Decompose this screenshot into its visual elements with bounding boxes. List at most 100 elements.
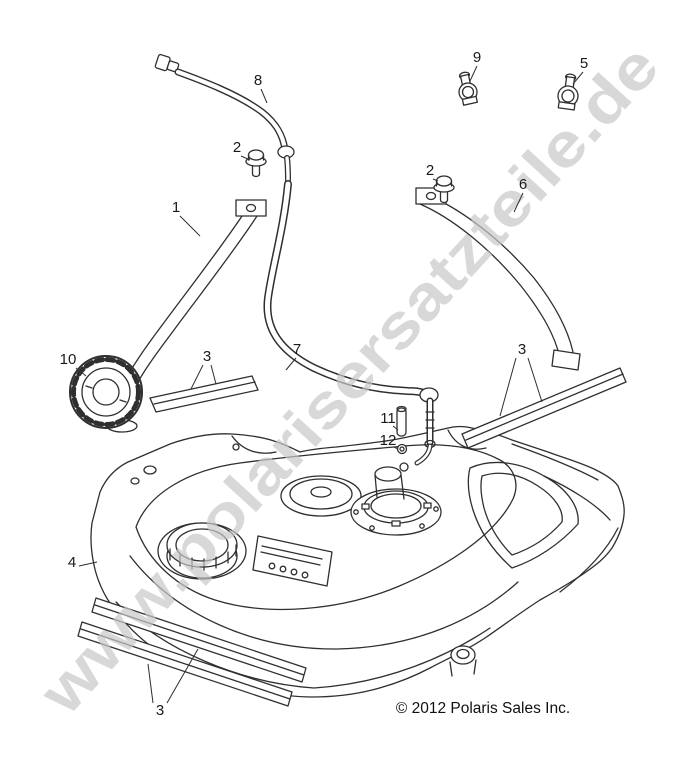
bolt-head bbox=[435, 175, 453, 187]
vent-hose-stub-core bbox=[285, 156, 290, 182]
pump-plate-bolt bbox=[369, 525, 375, 531]
elbow-to-pump-core bbox=[415, 444, 432, 465]
grommet-inner bbox=[399, 446, 405, 452]
cap-knurl bbox=[71, 357, 141, 427]
bolt-head-sides bbox=[435, 180, 453, 187]
tank-deck-edge bbox=[135, 444, 517, 611]
tank-recess bbox=[280, 475, 362, 517]
leader-line-12 bbox=[393, 446, 399, 450]
leader-line-10 bbox=[75, 367, 87, 377]
tank-top-bump-right bbox=[447, 429, 487, 450]
callout-3-right: 3 bbox=[518, 341, 526, 358]
callout-1: 1 bbox=[172, 199, 180, 216]
vent-fitting-tube bbox=[396, 407, 407, 437]
vent-line-hose bbox=[154, 53, 295, 183]
tank-right-top-line bbox=[511, 443, 599, 481]
bolt-shaft bbox=[251, 164, 261, 178]
pump-plate-bolt bbox=[353, 509, 359, 515]
sticker-dot bbox=[268, 562, 276, 570]
callout-7: 7 bbox=[293, 341, 301, 358]
strip-edge bbox=[153, 381, 256, 405]
foam-strip-right bbox=[461, 367, 627, 449]
filler-neck-thread-top bbox=[166, 522, 238, 568]
cap-marks bbox=[85, 385, 127, 403]
pump-plate-bolt bbox=[433, 506, 439, 512]
tank-top-bump-left bbox=[231, 435, 277, 454]
callout-8: 8 bbox=[254, 72, 262, 89]
leader-line-4 bbox=[78, 561, 98, 567]
right-strap-foot bbox=[551, 349, 581, 371]
strip-edge bbox=[94, 604, 305, 676]
strip-outline bbox=[461, 367, 627, 449]
sticker-dot bbox=[301, 571, 309, 579]
leader-line-2-right bbox=[432, 178, 439, 182]
clamp-tab bbox=[557, 101, 576, 111]
cap-center bbox=[92, 378, 120, 406]
right-strap-inner bbox=[419, 203, 561, 359]
leader-line-3r-b bbox=[527, 357, 543, 403]
filler-neck bbox=[157, 522, 247, 580]
leader-lines bbox=[75, 65, 584, 704]
callout-6: 6 bbox=[519, 176, 527, 193]
pump-cap bbox=[374, 466, 402, 482]
leader-line-8 bbox=[260, 88, 268, 104]
foam-strip-bottom-a bbox=[91, 597, 307, 683]
leader-line-9 bbox=[469, 65, 478, 82]
tank-front-crease bbox=[129, 555, 519, 650]
recess-center bbox=[310, 486, 332, 498]
left-strap-inner bbox=[134, 215, 258, 389]
leader-line-3r-a bbox=[499, 357, 517, 417]
leader-line-7 bbox=[285, 357, 297, 371]
sticker-text-lines bbox=[260, 545, 323, 566]
flange-bolt-right bbox=[433, 175, 455, 204]
fitting-tip bbox=[166, 60, 180, 73]
drain-boss bbox=[449, 645, 477, 677]
drain-outer bbox=[450, 645, 476, 665]
vent-fitting bbox=[396, 405, 407, 437]
sticker-dot bbox=[279, 565, 287, 573]
left-strap-outer bbox=[123, 209, 247, 384]
leader-line-3b-a bbox=[147, 663, 154, 704]
leader-line-3ul-b bbox=[210, 364, 217, 385]
callout-3-upper-left: 3 bbox=[203, 348, 211, 365]
leader-line-5 bbox=[572, 71, 584, 85]
leader-line-3b-b bbox=[166, 648, 199, 704]
callout-11: 11 bbox=[380, 410, 396, 427]
sticker-dot bbox=[290, 568, 298, 576]
callout-2-right: 2 bbox=[426, 162, 434, 179]
vent-fitting-cap bbox=[396, 405, 407, 413]
leader-line-2-left bbox=[240, 155, 251, 161]
callout-3-bottom: 3 bbox=[156, 702, 164, 719]
tank-nub-small bbox=[130, 477, 140, 485]
strip-edge bbox=[465, 373, 624, 441]
callout-labels: 8 9 5 2 2 1 6 10 3 7 3 11 12 4 3 bbox=[60, 49, 589, 719]
elbow-barb-rings bbox=[425, 411, 435, 429]
leader-line-1 bbox=[179, 215, 201, 237]
vent-line-end-fitting bbox=[154, 53, 180, 73]
hose-clamp-5 bbox=[557, 73, 579, 111]
vent-hose-outline bbox=[174, 68, 289, 154]
copyright-text: © 2012 Polaris Sales Inc. bbox=[396, 700, 570, 717]
tank-sticker bbox=[252, 535, 333, 587]
cap-middle bbox=[81, 367, 131, 417]
fuel-pump bbox=[350, 462, 442, 536]
strip-edge bbox=[80, 628, 291, 700]
fuel-tank bbox=[90, 425, 625, 698]
left-strap-tab bbox=[235, 199, 267, 217]
pump-fitting bbox=[399, 462, 409, 472]
filler-neck-opening bbox=[175, 528, 229, 562]
pump-ring-tab bbox=[361, 503, 370, 510]
right-strap-outer bbox=[429, 195, 574, 353]
fuel-cap bbox=[69, 355, 143, 433]
callout-12: 12 bbox=[380, 432, 397, 449]
callout-10: 10 bbox=[60, 351, 77, 368]
clamp-tab bbox=[461, 95, 478, 106]
pump-body-sides bbox=[374, 474, 405, 500]
hose-clamp-9 bbox=[458, 71, 478, 106]
callout-5: 5 bbox=[580, 55, 588, 72]
leader-line-3ul-a bbox=[190, 364, 204, 390]
foam-strip-upper-left bbox=[149, 375, 259, 413]
grommet bbox=[396, 443, 408, 455]
